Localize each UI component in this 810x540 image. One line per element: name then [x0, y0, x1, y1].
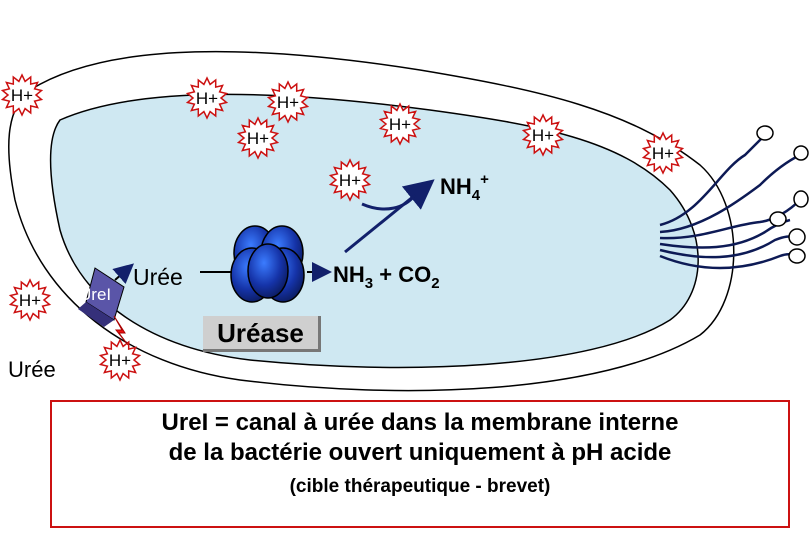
proton-label: H+ — [247, 129, 269, 148]
arrow-proton-capture — [361, 194, 417, 211]
urease-label: Uréase — [203, 316, 321, 352]
proton-label: H+ — [109, 351, 131, 370]
proton-label: H+ — [532, 126, 554, 145]
arrow-nh3-to-nh4 — [344, 179, 435, 254]
proton-lightning — [113, 315, 129, 346]
proton-label: H+ — [339, 171, 361, 190]
nh4-sup: + — [480, 171, 489, 188]
proton-star: H+ — [266, 80, 310, 124]
proton-stars: H+ H+ H+ H+ H+ H+ H+ H+ H+ H+ — [0, 73, 685, 382]
arrow-urel-to-uree — [112, 263, 135, 285]
proton-label: H+ — [196, 89, 218, 108]
caption-line-3: (cible thérapeutique - brevet) — [289, 476, 551, 497]
proton-label: H+ — [277, 93, 299, 112]
urease-complex — [230, 225, 305, 303]
proton-star: H+ — [0, 73, 44, 117]
proton-star: H+ — [521, 113, 565, 157]
flagella-tips — [756, 125, 809, 264]
caption-box: UreI = canal à urée dans la membrane int… — [50, 400, 790, 528]
nh4-sub: 4 — [472, 187, 481, 204]
caption-line-2: de la bactérie ouvert uniquement à pH ac… — [168, 439, 672, 466]
proton-label: H+ — [11, 86, 33, 105]
proton-star: H+ — [328, 158, 372, 202]
proton-star: H+ — [641, 131, 685, 175]
proton-star: H+ — [236, 116, 280, 160]
proton-star: H+ — [185, 76, 229, 120]
proton-label: H+ — [652, 144, 674, 163]
urel-label: UreI — [79, 285, 111, 304]
cytoplasm — [49, 93, 699, 369]
urel-channel — [78, 267, 125, 327]
proton-star: H+ — [378, 102, 422, 146]
proton-star: H+ — [8, 278, 52, 322]
caption-line-1: UreI = canal à urée dans la membrane int… — [161, 409, 679, 436]
uree-inside-label: Urée — [133, 264, 183, 290]
proton-label: H+ — [19, 291, 41, 310]
proton-label: H+ — [389, 115, 411, 134]
uree-outside-label: Urée — [8, 357, 56, 382]
proton-star: H+ — [98, 338, 142, 382]
